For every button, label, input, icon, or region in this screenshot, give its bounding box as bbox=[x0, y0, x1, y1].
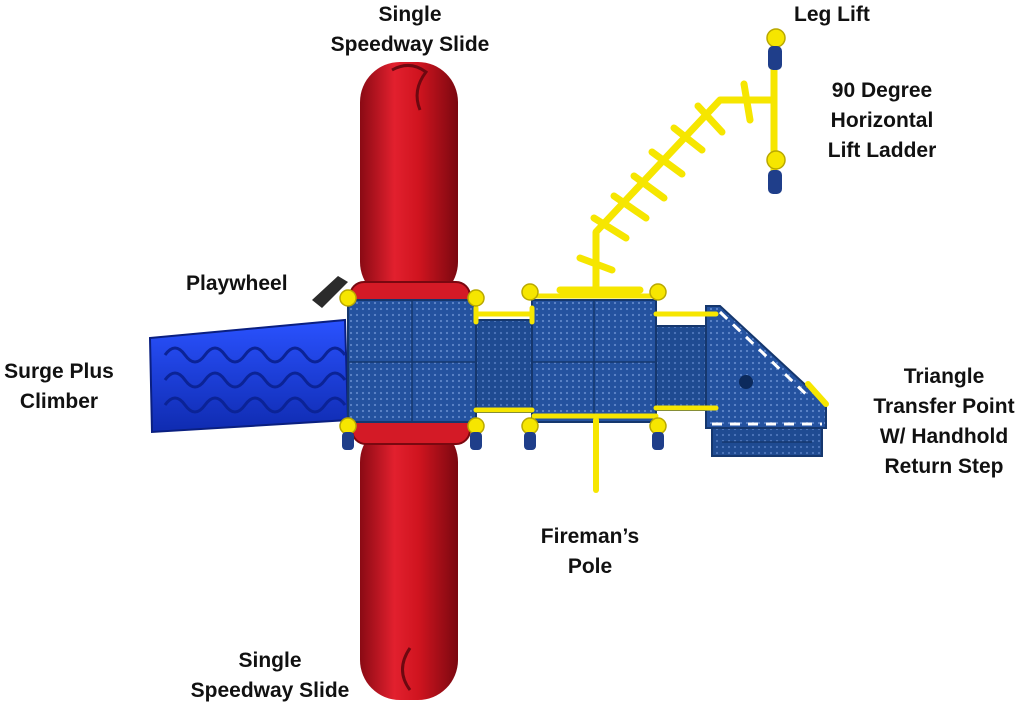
surge-plus-climber bbox=[148, 318, 350, 434]
label-bottom-slide: Single Speedway Slide bbox=[168, 646, 372, 706]
label-leg-lift-line-1: Leg Lift bbox=[794, 3, 870, 26]
posts bbox=[339, 28, 786, 435]
label-triangle-line-2: Transfer Point bbox=[873, 395, 1015, 418]
label-pole-line-1: Fireman’s bbox=[540, 525, 640, 548]
label-triangle-line-1: Triangle bbox=[903, 365, 985, 388]
label-ladder-line-3: Lift Ladder bbox=[827, 139, 937, 162]
label-pole-line-2: Pole bbox=[567, 555, 613, 578]
label-firemans-pole: Fireman’s Pole bbox=[515, 522, 665, 582]
label-top-slide-line-1: Single bbox=[378, 3, 442, 26]
label-climber-line-2: Climber bbox=[19, 390, 99, 413]
label-top-slide-line-2: Speedway Slide bbox=[330, 33, 490, 56]
barriers bbox=[473, 293, 719, 419]
label-ladder: 90 Degree Horizontal Lift Ladder bbox=[805, 76, 959, 166]
label-bottom-slide-line-1: Single bbox=[238, 649, 302, 672]
playwheel bbox=[312, 276, 348, 308]
label-playwheel: Playwheel bbox=[186, 269, 288, 299]
label-climber: Surge Plus Climber bbox=[0, 357, 118, 417]
label-triangle-line-3: W/ Handhold bbox=[879, 425, 1009, 448]
label-bottom-slide-line-2: Speedway Slide bbox=[190, 679, 350, 702]
post-feet bbox=[342, 46, 782, 450]
label-leg-lift: Leg Lift bbox=[794, 0, 870, 30]
decks bbox=[347, 299, 707, 423]
triangle-transfer-point bbox=[705, 305, 829, 457]
label-playwheel-line-1: Playwheel bbox=[186, 272, 288, 295]
label-ladder-line-2: Horizontal bbox=[830, 109, 934, 132]
label-top-slide: Single Speedway Slide bbox=[310, 0, 510, 60]
label-ladder-line-1: 90 Degree bbox=[831, 79, 933, 102]
label-climber-line-1: Surge Plus bbox=[4, 360, 114, 383]
label-triangle-line-4: Return Step bbox=[884, 455, 1004, 478]
label-triangle-transfer: Triangle Transfer Point W/ Handhold Retu… bbox=[852, 362, 1036, 482]
horizontal-lift-ladder bbox=[556, 36, 778, 294]
top-speedway-slide bbox=[349, 62, 471, 315]
